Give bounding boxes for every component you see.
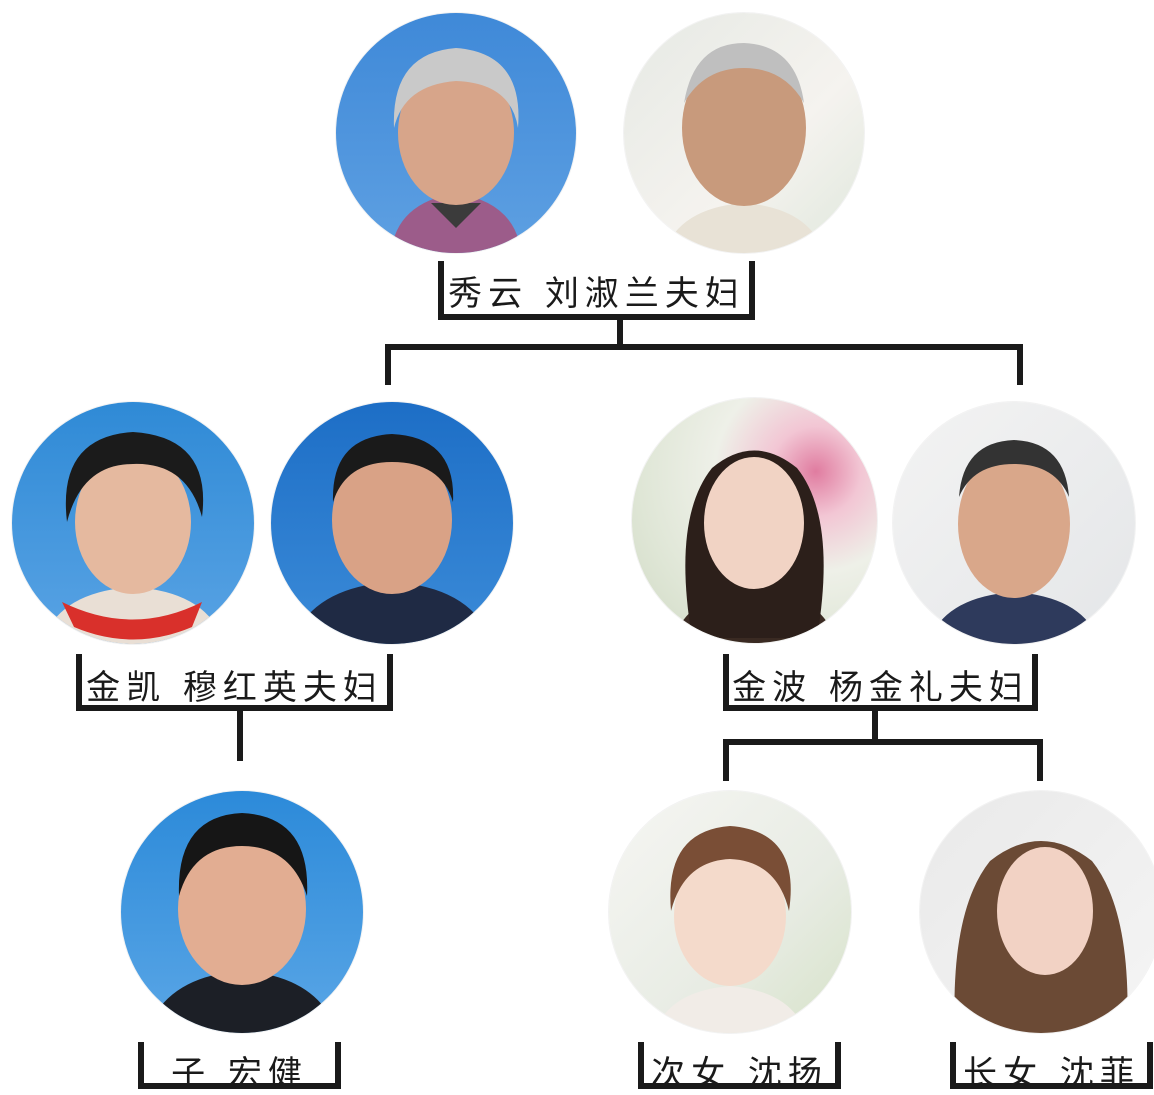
hongjian-photo	[121, 791, 363, 1033]
portrait-icon	[42, 432, 224, 644]
grandmother-photo	[336, 13, 576, 253]
portrait-icon	[391, 48, 521, 253]
portrait-icon	[928, 440, 1100, 644]
second-daughter-label: 次女 沈扬	[651, 1054, 828, 1094]
portrait-icon	[654, 826, 806, 1033]
portrait-icon	[672, 450, 837, 643]
grandparents-label: 秀云 刘淑兰夫妇	[448, 274, 745, 314]
son-label: 子 宏健	[171, 1054, 308, 1094]
portrait-icon	[664, 43, 824, 253]
eldest-daughter-label: 长女 沈菲	[963, 1054, 1140, 1094]
grandfather-photo	[624, 13, 864, 253]
mu-hongying-photo	[12, 402, 254, 644]
jin-kai-photo	[271, 402, 513, 644]
portrait-icon	[954, 841, 1128, 1033]
right-couple-label: 金波 杨金礼夫妇	[732, 668, 1029, 708]
shen-fei-photo	[920, 791, 1154, 1033]
shen-yang-photo	[609, 791, 851, 1033]
portrait-icon	[146, 813, 338, 1033]
portrait-icon	[291, 434, 493, 644]
yang-jinli-photo	[893, 402, 1135, 644]
jin-bo-photo	[632, 398, 877, 643]
left-couple-label: 金凯 穆红英夫妇	[86, 668, 383, 708]
